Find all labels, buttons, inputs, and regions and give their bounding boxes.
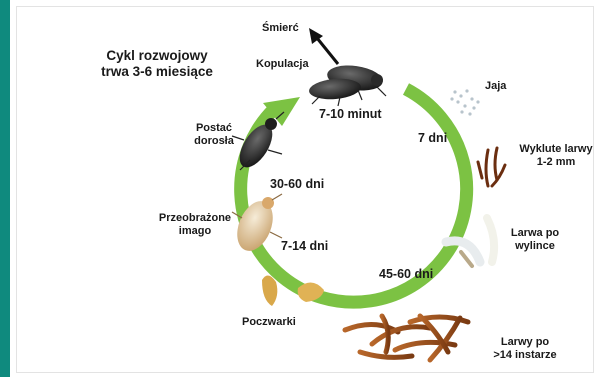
label-eggs: Jaja [485,80,506,93]
label-pupae: Poczwarki [242,316,296,329]
label-mature-larvae: Larwy po >14 instarze [480,336,570,362]
duration-adult: 30-60 dni [270,178,324,191]
adult-line-1: Postać [184,122,244,135]
duration-larvae: 45-60 dni [379,268,433,281]
hatched-line-2: 1-2 mm [514,156,598,169]
mating-beetles-image [308,62,386,106]
molted-larva-image [446,218,494,266]
duration-pupae: 7-14 dni [281,240,328,253]
hatched-larvae-image [478,148,505,186]
duration-mating: 7-10 minut [319,108,382,121]
adult-line-2: dorosła [184,135,244,148]
imago-line-1: Przeobrażone [150,212,240,225]
title-line-1: Cykl rozwojowy [82,48,232,64]
eggs-image [450,89,479,115]
label-pale-imago: Przeobrażone imago [150,212,240,238]
label-molted-larva: Larwa po wylince [500,227,570,253]
label-mating: Kopulacja [256,58,309,71]
diagram-title: Cykl rozwojowy trwa 3-6 miesiące [82,48,232,80]
molt-line-2: wylince [500,240,570,253]
label-adult: Postać dorosła [184,122,244,148]
imago-line-2: imago [150,225,240,238]
duration-eggs: 7 dni [418,132,447,145]
label-hatched-larvae: Wyklute larwy 1-2 mm [514,143,598,169]
instar-line-1: Larwy po [480,336,570,349]
mature-larvae-image [345,316,468,360]
death-arrow [317,38,338,64]
label-death: Śmierć [262,22,299,35]
title-line-2: trwa 3-6 miesiące [82,64,232,80]
hatched-line-1: Wyklute larwy [514,143,598,156]
instar-line-2: >14 instarze [480,349,570,362]
molt-line-1: Larwa po [500,227,570,240]
